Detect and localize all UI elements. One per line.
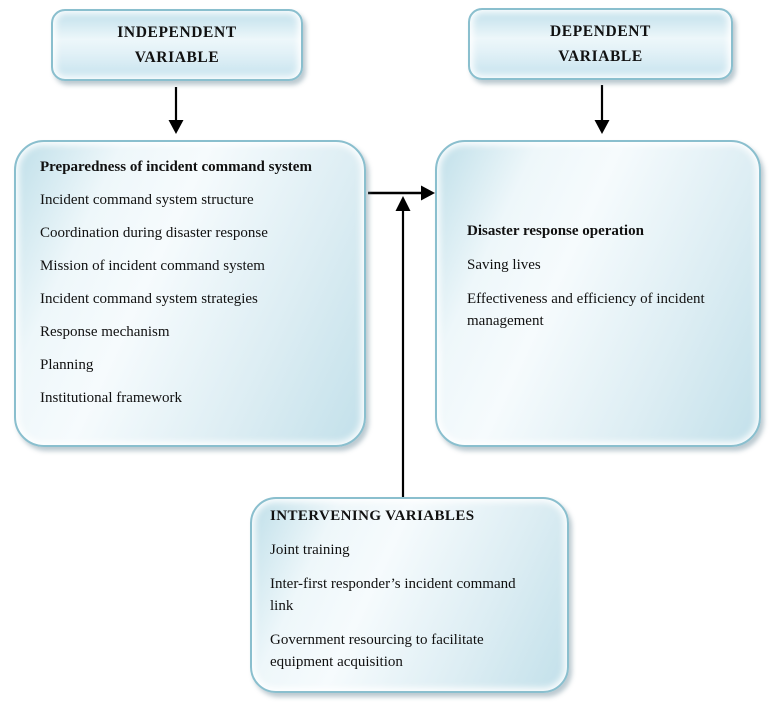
list-item: Saving lives — [467, 257, 541, 273]
list-item: Planning — [40, 357, 94, 373]
arrow-preparedness-to-response-icon — [368, 185, 435, 201]
list-item: Mission of incident command system — [40, 258, 265, 274]
list-item: Government resourcing to facilitate equi… — [270, 632, 484, 670]
disaster-response-box: Disaster response operation Saving lives… — [435, 140, 761, 447]
list-item: Effectiveness and efficiency of incident… — [467, 291, 705, 329]
dependent-variable-box: DEPENDENT VARIABLE — [468, 8, 733, 80]
arrow-dependent-to-response-icon — [594, 85, 610, 134]
list-item: Institutional framework — [40, 390, 183, 406]
preparedness-box-title: Preparedness of incident command system — [40, 159, 312, 175]
intervening-variables-title: INTERVENING VARIABLES — [270, 508, 475, 524]
list-item: Inter-first responder’s incident command… — [270, 576, 516, 614]
disaster-response-box-title: Disaster response operation — [467, 223, 644, 239]
preparedness-box: Preparedness of incident command system … — [14, 140, 366, 447]
arrow-independent-to-preparedness-icon — [168, 87, 184, 134]
independent-variable-label: INDEPENDENT VARIABLE — [117, 24, 237, 66]
list-item: Coordination during disaster response — [40, 225, 268, 241]
independent-variable-box: INDEPENDENT VARIABLE — [51, 9, 303, 81]
list-item: Incident command system structure — [40, 192, 254, 208]
list-item: Response mechanism — [40, 324, 170, 340]
list-item: Incident command system strategies — [40, 291, 258, 307]
list-item: Joint training — [270, 542, 350, 558]
dependent-variable-label: DEPENDENT VARIABLE — [550, 23, 651, 65]
arrow-intervening-to-relationship-icon — [395, 196, 411, 497]
intervening-variables-box: INTERVENING VARIABLES Joint training Int… — [250, 497, 569, 693]
